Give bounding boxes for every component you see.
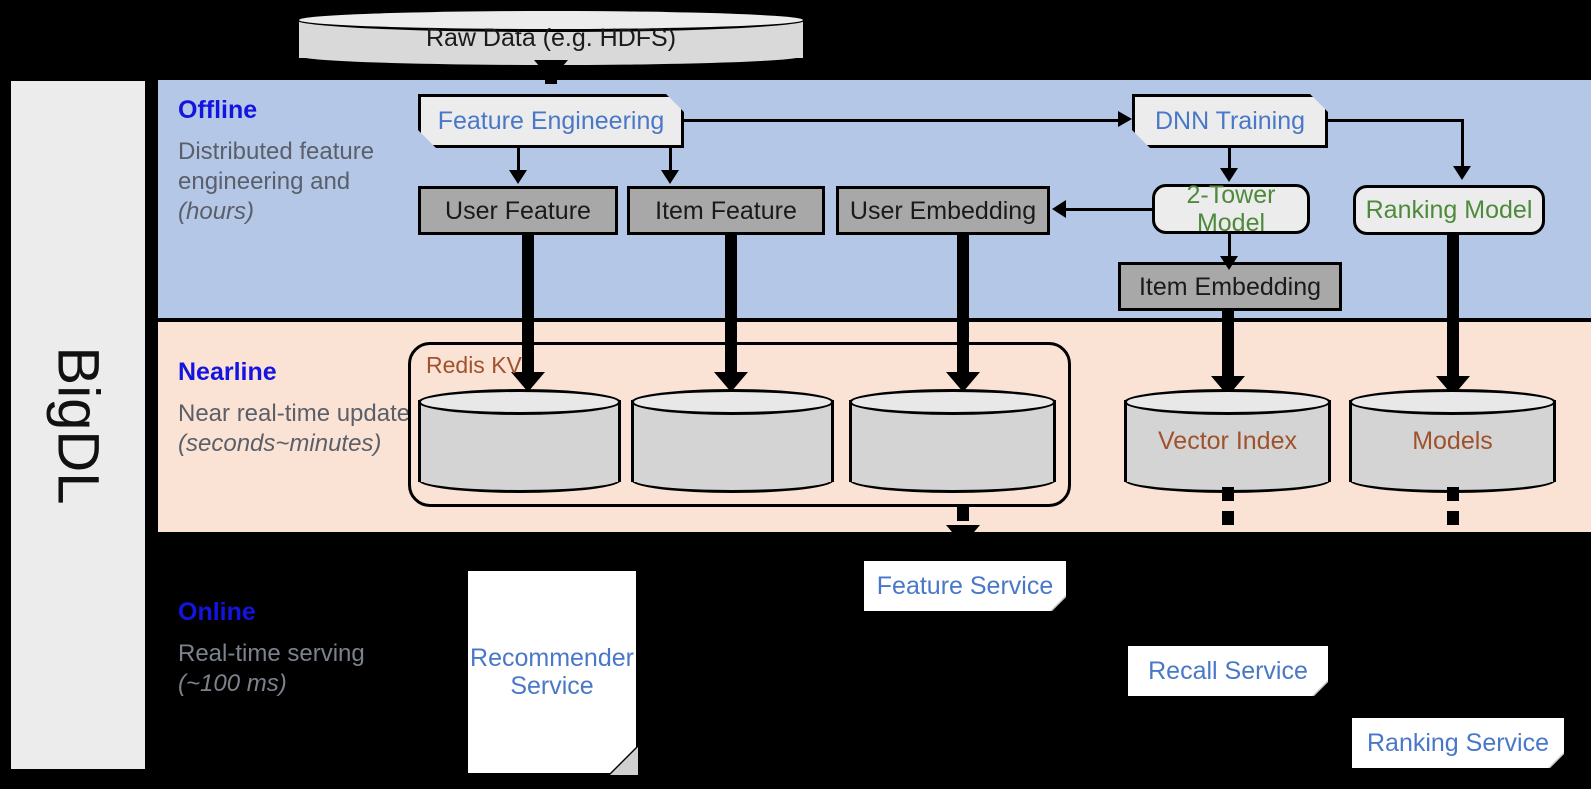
cylinder-top [1349, 389, 1556, 415]
offline-subtitle: Distributed feature engineering and (hou… [178, 138, 375, 226]
feature-engineering-node[interactable]: Feature Engineering [418, 94, 684, 148]
two-tower-model-node[interactable]: 2-Tower Model [1152, 181, 1310, 237]
two-tower-model-label: 2-Tower Model [1186, 181, 1276, 237]
pipe-rankingmodel-models [1447, 235, 1459, 383]
arrowhead-redis-featureservice [946, 525, 980, 545]
cylinder-top [418, 389, 621, 415]
connector-dnn-twotower [1228, 148, 1231, 170]
page-fold-icon [1312, 680, 1328, 696]
connector-fe-dnn [684, 119, 1120, 122]
dnn-training-node[interactable]: DNN Training [1132, 94, 1328, 148]
cylinder-top [849, 389, 1056, 415]
redis-store-2-label [631, 389, 834, 493]
dash-vectorindex-recall-1 [1222, 487, 1234, 501]
item-embedding-label: Item Embedding [1138, 272, 1322, 301]
dnn-training-label: DNN Training [1154, 107, 1306, 135]
ranking-service-label: Ranking Service [1366, 729, 1550, 757]
arrowhead-twotower-userembedding [1052, 200, 1066, 218]
connector-fe-itemfeature [669, 148, 672, 172]
feature-service-node[interactable]: Feature Service [864, 561, 1066, 611]
offline-title: Offline [178, 96, 258, 124]
connector-fe-userfeature [517, 148, 520, 172]
redis-store-2[interactable] [631, 389, 834, 493]
online-caption: Online Real-time serving (~100 ms) [178, 598, 428, 699]
recall-service-label: Recall Service [1148, 657, 1308, 685]
redis-store-3-label [849, 389, 1056, 493]
connector-twotower-itemembedding [1228, 234, 1231, 260]
user-feature-label: User Feature [445, 196, 591, 225]
feature-service-label: Feature Service [876, 572, 1054, 600]
arrowhead-fe-userfeature [509, 170, 527, 184]
arrowhead-fe-itemfeature [661, 170, 679, 184]
dash-models-ranking-2 [1447, 511, 1459, 525]
recall-service-node[interactable]: Recall Service [1128, 646, 1328, 696]
offline-caption: Offline Distributed feature engineering … [178, 96, 410, 228]
connector-dnn-ranking-v [1461, 119, 1464, 167]
redis-kv-label: Redis KV [426, 352, 522, 378]
ranking-model-node[interactable]: Ranking Model [1353, 185, 1545, 235]
user-embedding-node[interactable]: User Embedding [836, 186, 1050, 235]
page-fold-icon [1548, 752, 1564, 768]
user-embedding-label: User Embedding [849, 196, 1037, 225]
online-title: Online [178, 598, 256, 626]
redis-kv-container [408, 342, 1071, 507]
arrowhead-rawdata-fe [534, 60, 568, 80]
cylinder-top [296, 8, 806, 32]
nearline-subtitle: Near real-time update (seconds~minutes) [178, 400, 411, 458]
pipe-itemembedding-vectorindex [1222, 311, 1234, 383]
connector-twotower-userembedding [1066, 208, 1154, 211]
arrowhead-fe-dnn [1118, 111, 1132, 127]
ranking-service-node[interactable]: Ranking Service [1352, 718, 1564, 768]
bigdl-label: BigDL [45, 346, 111, 504]
redis-store-3[interactable] [849, 389, 1056, 493]
arrowhead-dnn-ranking [1453, 166, 1471, 180]
online-subtitle: Real-time serving (~100 ms) [178, 640, 365, 698]
arrowhead-dnn-twotower [1220, 168, 1238, 182]
models-label: Models [1412, 426, 1493, 455]
raw-data-label: Raw Data (e.g. HDFS) [425, 23, 677, 52]
dash-redis-featureservice-1 [957, 507, 969, 521]
arrowhead-itemfeature-store [714, 372, 748, 392]
recommender-service-node[interactable]: Recommender Service [468, 571, 636, 773]
vector-index-label: Vector Index [1158, 426, 1297, 455]
redis-store-1-label [418, 389, 621, 493]
vector-index-store[interactable]: Vector Index [1124, 389, 1331, 493]
nearline-caption: Nearline Near real-time update (seconds~… [178, 358, 428, 459]
cylinder-top [1124, 389, 1331, 415]
arrowhead-twotower-itemembedding [1220, 256, 1238, 270]
dash-models-ranking-1 [1447, 487, 1459, 501]
ranking-model-label: Ranking Model [1365, 196, 1533, 224]
arrowhead-userembedding-store [946, 372, 980, 392]
item-feature-node[interactable]: Item Feature [627, 186, 825, 235]
recommender-service-label: Recommender Service [470, 644, 634, 700]
models-store[interactable]: Models [1349, 389, 1556, 493]
arrowhead-userfeature-store [511, 372, 545, 392]
feature-engineering-label: Feature Engineering [437, 107, 665, 135]
connector-dnn-ranking-h [1328, 119, 1464, 122]
raw-data-store: Raw Data (e.g. HDFS) [296, 8, 806, 68]
user-feature-node[interactable]: User Feature [418, 186, 618, 235]
bigdl-framework-rail: BigDL [8, 78, 148, 772]
item-feature-label: Item Feature [655, 196, 797, 225]
nearline-title: Nearline [178, 358, 277, 386]
cylinder-top [631, 389, 834, 415]
redis-store-1[interactable] [418, 389, 621, 493]
dash-vectorindex-recall-2 [1222, 511, 1234, 525]
